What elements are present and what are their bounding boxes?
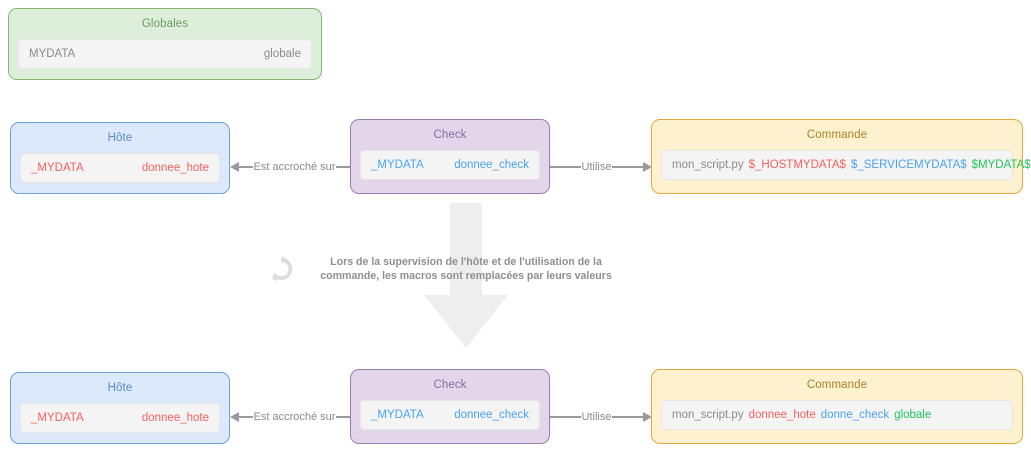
edge-label: Est accroché sur	[253, 160, 336, 173]
macro-row-check-top: _MYDATA donnee_check	[360, 150, 540, 180]
connector-line	[550, 416, 581, 418]
card-title-hote-bottom: Hôte	[107, 382, 133, 394]
connector-line	[336, 166, 351, 168]
card-check-bottom[interactable]: Check _MYDATA donnee_check	[350, 369, 550, 444]
macro-value: donnee_check	[454, 159, 529, 171]
card-title-globales: Globales	[141, 18, 189, 30]
macro-name: MYDATA	[29, 48, 76, 60]
transform-note-text: Lors de la supervision de l'hôte et de l…	[304, 255, 628, 283]
arrow-right-icon	[643, 162, 653, 172]
transform-note-line1: Lors de la supervision de l'hôte et de l…	[330, 256, 602, 268]
transform-note-line2: commande, les macros sont remplacées par…	[320, 270, 612, 282]
connector-line	[239, 416, 253, 418]
edge-check-command-bottom: Utilise	[550, 407, 653, 427]
edge-check-command-top: Utilise	[550, 157, 653, 177]
arrow-left-icon	[230, 412, 239, 422]
card-title-check-top: Check	[433, 129, 467, 141]
card-title-hote-top: Hôte	[107, 132, 133, 144]
connector-line	[336, 416, 351, 418]
card-title-commande-top: Commande	[806, 129, 868, 141]
macro-name: _MYDATA	[371, 409, 424, 421]
arrow-left-icon	[230, 162, 239, 172]
macro-row-globales: MYDATA globale	[18, 39, 312, 69]
macro-value: donnee_hote	[141, 162, 209, 174]
arrow-right-icon	[643, 412, 653, 422]
edge-label: Utilise	[581, 410, 612, 423]
edge-label: Utilise	[581, 160, 612, 173]
transform-note: Lors de la supervision de l'hôte et de l…	[268, 255, 628, 283]
command-token-host-macro: $_HOSTMYDATA$	[748, 159, 846, 171]
command-token-global-macro: $MYDATA$	[971, 159, 1031, 171]
command-token-script: mon_script.py	[672, 409, 744, 421]
card-title-commande-bottom: Commande	[806, 379, 868, 391]
down-arrow-icon	[424, 203, 508, 348]
command-line-bottom: mon_script.py donnee_hote donne_check gl…	[661, 400, 1013, 430]
edge-host-check-top: Est accroché sur	[230, 157, 351, 177]
card-hote-bottom[interactable]: Hôte _MYDATA donnee_hote	[10, 372, 230, 444]
edge-host-check-bottom: Est accroché sur	[230, 407, 351, 427]
command-token-script: mon_script.py	[672, 159, 744, 171]
macro-value: donnee_hote	[141, 412, 209, 424]
connector-line	[550, 166, 581, 168]
command-token-host-value: donnee_hote	[748, 409, 816, 421]
card-hote-top[interactable]: Hôte _MYDATA donnee_hote	[10, 122, 230, 194]
connector-line	[239, 166, 253, 168]
macro-name: _MYDATA	[31, 162, 84, 174]
macro-name: _MYDATA	[371, 159, 424, 171]
card-commande-bottom[interactable]: Commande mon_script.py donnee_hote donne…	[651, 369, 1023, 444]
command-token-global-value: globale	[894, 409, 932, 421]
connector-line	[612, 416, 644, 418]
macro-row-hote-bottom: _MYDATA donnee_hote	[20, 403, 220, 433]
edge-label: Est accroché sur	[253, 410, 336, 423]
macro-value: donnee_check	[454, 409, 529, 421]
connector-line	[612, 166, 644, 168]
refresh-circle-icon	[271, 256, 293, 282]
command-token-service-macro: $_SERVICEMYDATA$	[850, 159, 967, 171]
macro-row-hote-top: _MYDATA donnee_hote	[20, 153, 220, 183]
macro-name: _MYDATA	[31, 412, 84, 424]
card-check-top[interactable]: Check _MYDATA donnee_check	[350, 119, 550, 194]
card-globales[interactable]: Globales MYDATA globale	[8, 8, 322, 80]
command-token-service-value: donne_check	[820, 409, 890, 421]
card-title-check-bottom: Check	[433, 379, 467, 391]
macro-row-check-bottom: _MYDATA donnee_check	[360, 400, 540, 430]
card-commande-top[interactable]: Commande mon_script.py $_HOSTMYDATA$ $_S…	[651, 119, 1031, 194]
command-line-top: mon_script.py $_HOSTMYDATA$ $_SERVICEMYD…	[661, 150, 1031, 180]
macro-value: globale	[263, 48, 301, 60]
